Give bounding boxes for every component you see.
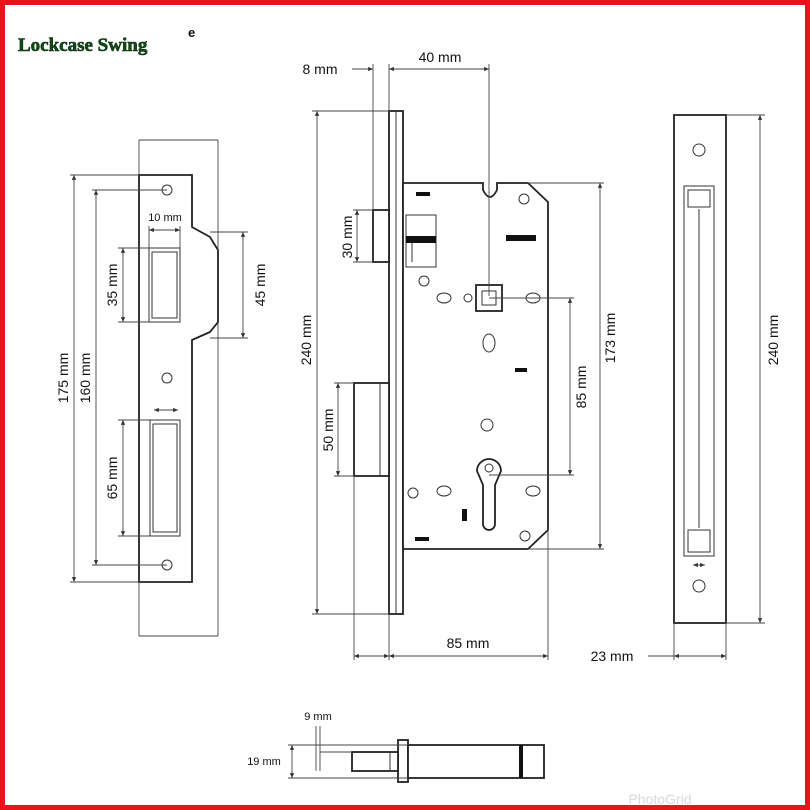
- bottom-small-slot: [462, 509, 467, 521]
- case-hole-8: [407, 487, 419, 499]
- hole-spacing-label: 160 mm: [77, 353, 93, 404]
- case-hole-11: [519, 530, 531, 542]
- strike-plate-outline: [138, 174, 219, 583]
- strike-plate-view: 175 mm 160 mm 10 mm 35 mm 45 mm 65 mm: [55, 139, 268, 637]
- middle-slot: [515, 368, 527, 372]
- forend-bolt-slot: [683, 185, 715, 557]
- case-hole-5: [463, 293, 473, 303]
- case-hole-10: [525, 485, 541, 497]
- bolt-flange: [397, 739, 409, 783]
- body-height-label: 173 mm: [602, 313, 618, 364]
- latch-slot: [148, 247, 181, 323]
- latch-slot-height-label: 35 mm: [104, 264, 120, 307]
- deadbolt-slot: [149, 419, 181, 537]
- side-slot: [506, 235, 536, 241]
- forend-plate: [673, 114, 727, 624]
- bottom-slot: [415, 537, 429, 541]
- strike-height-label: 175 mm: [55, 353, 71, 404]
- latch-bolt: [372, 209, 390, 263]
- latch-slot-width-label: 10 mm: [148, 212, 182, 224]
- top-slot: [416, 192, 430, 196]
- case-hole-7: [480, 418, 494, 432]
- forend-slot-top: [687, 189, 711, 208]
- forend-thickness-label: 8 mm: [303, 61, 338, 77]
- forend-width-label: 23 mm: [591, 648, 634, 664]
- case-hole-2: [418, 275, 430, 287]
- page-title: Lockcase Swing: [18, 35, 148, 56]
- title-suffix: e: [188, 25, 195, 40]
- bolt-height-label: 19 mm: [247, 756, 281, 768]
- case-hole-1: [518, 193, 530, 205]
- body-depth-label: 85 mm: [447, 635, 490, 651]
- deadbolt-height-label: 50 mm: [320, 409, 336, 452]
- forend-view: 240 mm 23 mm: [591, 114, 781, 664]
- bolt-body: [407, 744, 545, 779]
- case-hole-9: [436, 485, 452, 497]
- deadbolt-slot-inner: [152, 423, 178, 533]
- pin-diameter-label: 9 mm: [304, 711, 332, 723]
- lip-height-label: 45 mm: [252, 264, 268, 307]
- forend-screw-bottom: [692, 579, 706, 593]
- bolt-end-mark: [519, 745, 523, 778]
- latch-slot-inner: [151, 251, 178, 319]
- forend-slot-bottom: [687, 529, 711, 553]
- case-hole-6: [482, 333, 496, 353]
- centre-distance-label: 85 mm: [573, 366, 589, 409]
- bolt-pin: [351, 751, 399, 772]
- deadbolt: [353, 382, 390, 477]
- cylinder-hole: [476, 458, 502, 531]
- faceplate-height-label: 240 mm: [298, 315, 314, 366]
- screw-hole-middle: [161, 372, 173, 384]
- latch-spring: [406, 236, 436, 243]
- case-hole-3: [436, 292, 452, 304]
- backset-label: 40 mm: [419, 49, 462, 65]
- watermark: PhotoGrid: [628, 791, 691, 807]
- latch-height-label: 30 mm: [339, 216, 355, 259]
- bolt-detail-view: 9 mm 19 mm: [247, 711, 545, 783]
- forend-screw-top: [692, 143, 706, 157]
- forend-height-label: 240 mm: [765, 315, 781, 366]
- deadbolt-slot-height-label: 65 mm: [104, 457, 120, 500]
- lock-body-view: 8 mm 40 mm 240 mm 30 mm 50 mm 85 mm 173 …: [298, 49, 618, 660]
